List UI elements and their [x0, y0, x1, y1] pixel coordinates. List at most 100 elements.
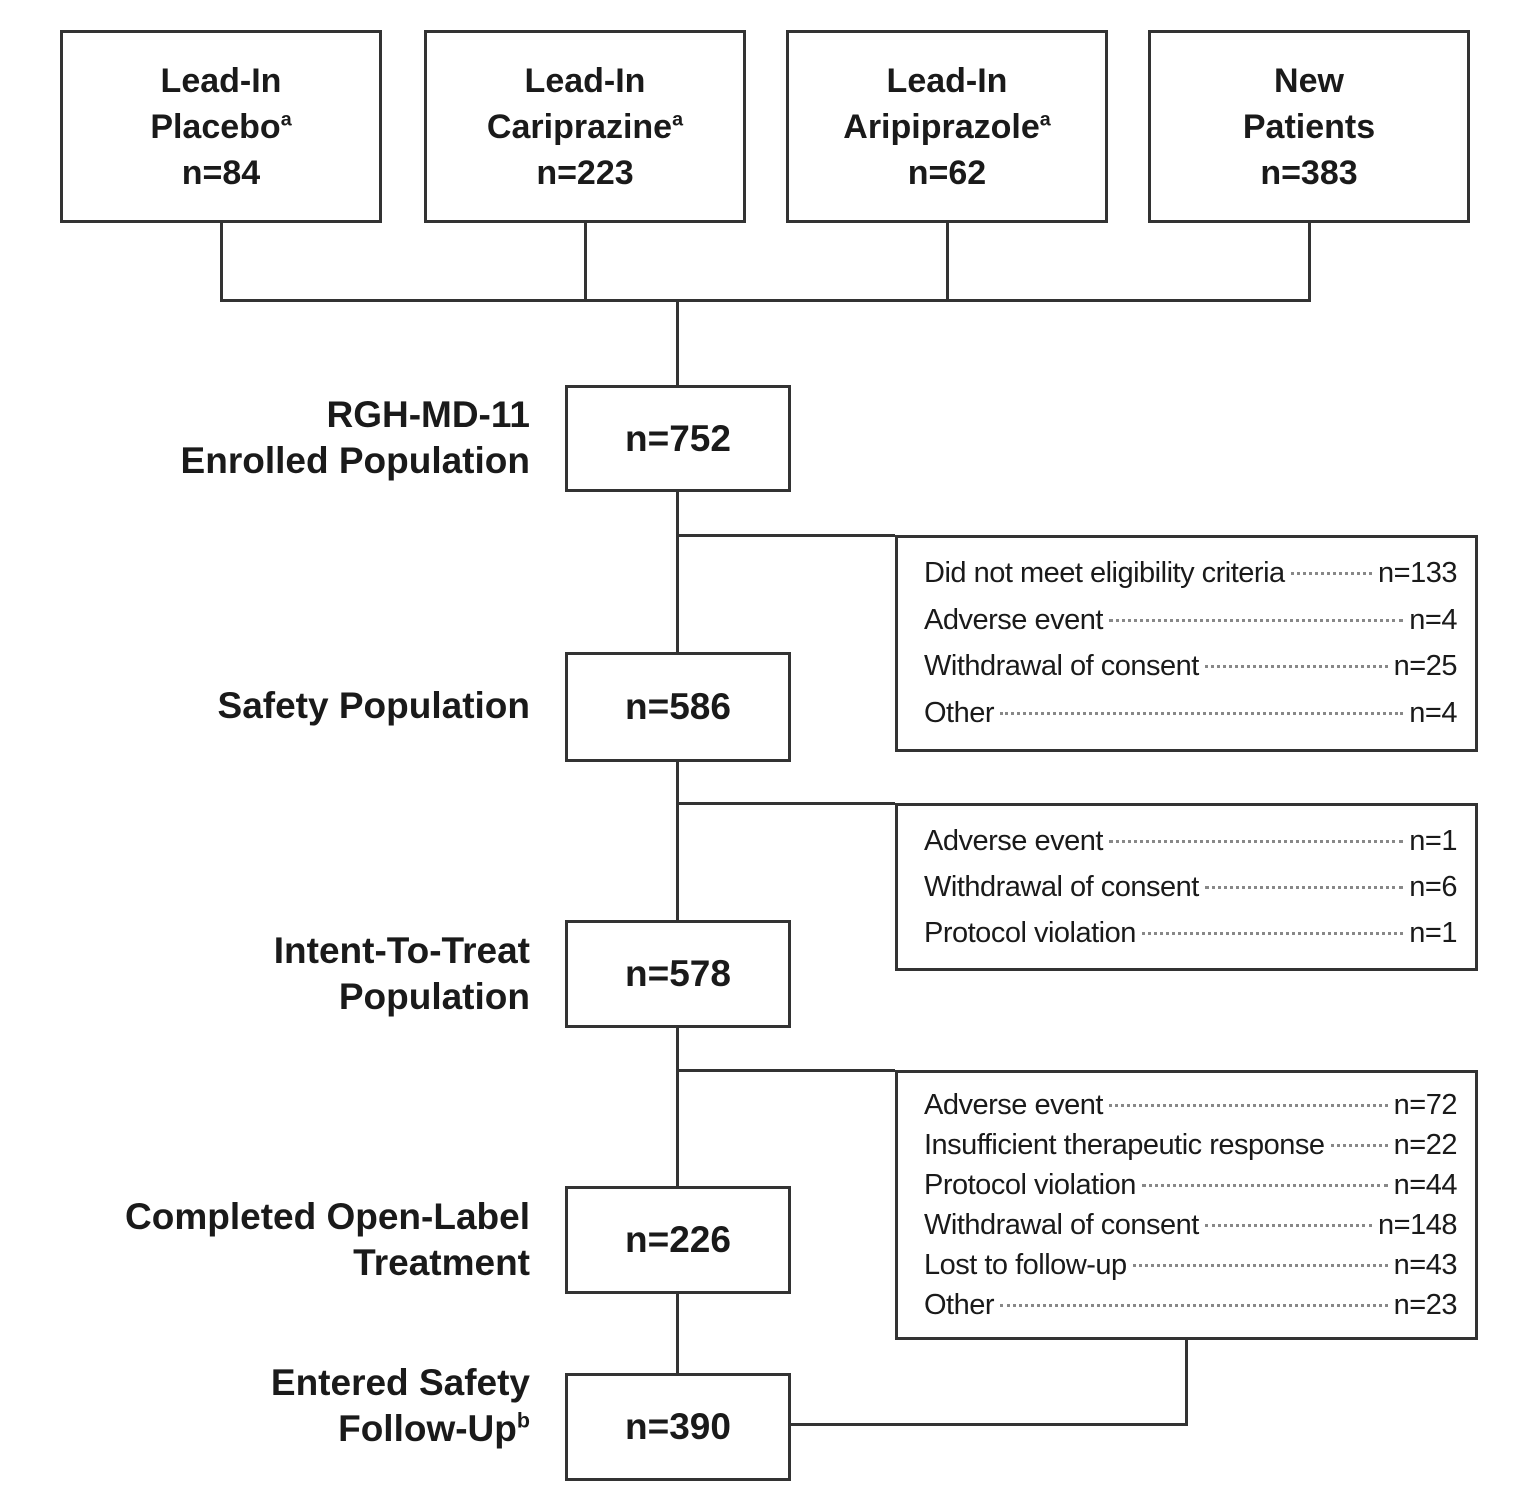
exclusion-count: n=44 — [1393, 1168, 1458, 1201]
connector-line-return — [1185, 1340, 1188, 1426]
exclusion-count: n=25 — [1393, 650, 1458, 683]
top-box-line: Cariprazinea — [486, 107, 684, 146]
exclusion-reason: Adverse event — [924, 824, 1103, 857]
dotted-leader — [1132, 1263, 1388, 1267]
exclusion-count: n=6 — [1409, 870, 1457, 903]
exclusion-row: Insufficient therapeutic response n=22 — [924, 1128, 1458, 1162]
exclusion-box-itt-to-completed: Adverse event n=72 Insufficient therapeu… — [895, 1070, 1478, 1340]
footnote-marker: a — [672, 108, 684, 131]
exclusion-count: n=4 — [1409, 603, 1457, 636]
n-value: n=578 — [625, 953, 731, 994]
n-value: n=223 — [536, 153, 634, 192]
dotted-leader — [1141, 931, 1404, 935]
connector-line — [220, 299, 1311, 302]
exclusion-reason: Protocol violation — [924, 1168, 1136, 1201]
top-box-lead-in-cariprazine: Lead-In Cariprazinea n=223 — [424, 30, 746, 223]
dotted-leader — [1108, 839, 1404, 843]
exclusion-row: Lost to follow-up n=43 — [924, 1248, 1458, 1282]
exclusion-reason: Did not meet eligibility criteria — [924, 556, 1285, 589]
exclusion-row: Adverse event n=72 — [924, 1088, 1458, 1122]
exclusion-count: n=4 — [1409, 697, 1457, 730]
exclusion-count: n=1 — [1409, 824, 1457, 857]
exclusion-count: n=72 — [1393, 1088, 1458, 1121]
flow-label-completed-open-label: Completed Open-Label Treatment — [125, 1196, 530, 1283]
exclusion-count: n=22 — [1393, 1128, 1458, 1161]
connector-line-branch — [676, 802, 895, 805]
top-box-line: Aripiprazolea — [843, 107, 1051, 146]
top-box-lead-in-aripiprazole: Lead-In Aripiprazolea n=62 — [786, 30, 1108, 223]
exclusion-row: Withdrawal of consent n=148 — [924, 1209, 1457, 1242]
exclusion-box-enrolled-to-safety: Did not meet eligibility criteria n=133 … — [895, 535, 1478, 752]
flow-label-safety-population: Safety Population — [217, 685, 530, 726]
dotted-leader — [1204, 885, 1404, 889]
exclusion-reason: Insufficient therapeutic response — [924, 1128, 1325, 1161]
flow-label-enrolled-population: RGH-MD-11 Enrolled Population — [180, 394, 530, 481]
flow-box-entered-safety-follow-up: n=390 — [565, 1373, 791, 1481]
dotted-leader — [1141, 1183, 1388, 1187]
exclusion-reason: Other — [924, 1288, 995, 1321]
flow-box-completed-open-label: n=226 — [565, 1186, 791, 1294]
exclusion-row: Other n=4 — [924, 697, 1457, 730]
dotted-leader — [1108, 618, 1404, 622]
exclusion-reason: Withdrawal of consent — [924, 1208, 1199, 1241]
exclusion-reason: Withdrawal of consent — [924, 650, 1199, 683]
connector-line — [1308, 222, 1311, 302]
exclusion-count: n=23 — [1393, 1288, 1458, 1321]
dotted-leader — [1000, 1303, 1388, 1307]
connector-line-branch — [676, 1069, 895, 1072]
exclusion-row: Other n=23 — [924, 1288, 1458, 1322]
top-box-line: Lead-In — [160, 61, 282, 100]
n-value: n=752 — [625, 417, 731, 459]
n-value: n=390 — [625, 1406, 731, 1447]
n-value: n=62 — [907, 153, 987, 192]
exclusion-row: Did not meet eligibility criteria n=133 — [924, 557, 1457, 590]
n-value: n=226 — [625, 1219, 731, 1260]
top-box-lead-in-placebo: Lead-In Placeboa n=84 — [60, 30, 382, 223]
dotted-leader — [1000, 712, 1404, 716]
top-box-line: New — [1274, 61, 1344, 100]
flow-box-intent-to-treat: n=578 — [565, 920, 791, 1028]
exclusion-row: Protocol violation n=44 — [924, 1168, 1458, 1202]
exclusion-row: Withdrawal of consent n=6 — [924, 871, 1457, 904]
dotted-leader — [1290, 571, 1373, 575]
footnote-marker: a — [1039, 108, 1051, 131]
n-value: n=586 — [625, 686, 731, 727]
exclusion-count: n=148 — [1378, 1208, 1457, 1241]
top-box-line: Lead-In — [524, 61, 646, 100]
flow-box-safety-population: n=586 — [565, 652, 791, 762]
exclusion-row: Adverse event n=1 — [924, 825, 1457, 858]
exclusion-reason: Lost to follow-up — [924, 1248, 1127, 1281]
top-box-line: Patients — [1242, 107, 1376, 146]
connector-line-main-vertical — [676, 299, 679, 1375]
connector-line-return — [789, 1423, 1188, 1426]
flow-label-entered-safety-follow-up: Entered Safety Follow-Upb — [270, 1362, 530, 1449]
exclusion-box-safety-to-itt: Adverse event n=1 Withdrawal of consent … — [895, 803, 1478, 971]
connector-line — [946, 222, 949, 302]
footnote-marker: a — [280, 108, 292, 131]
exclusion-row: Withdrawal of consent n=25 — [924, 650, 1458, 683]
dotted-leader — [1108, 1103, 1388, 1107]
flow-label-intent-to-treat: Intent-To-Treat Population — [273, 930, 530, 1017]
n-value: n=383 — [1260, 153, 1358, 192]
dotted-leader — [1330, 1143, 1388, 1147]
exclusion-row: Adverse event n=4 — [924, 604, 1457, 637]
top-box-line: Placeboa — [150, 107, 292, 146]
connector-line-branch — [676, 534, 895, 537]
dotted-leader — [1204, 665, 1388, 669]
n-value: n=84 — [181, 153, 261, 192]
exclusion-row: Protocol violation n=1 — [924, 917, 1457, 950]
exclusion-reason: Protocol violation — [924, 916, 1136, 949]
top-box-line: Lead-In — [886, 61, 1008, 100]
footnote-marker: b — [516, 1408, 530, 1433]
top-box-new-patients: New Patients n=383 — [1148, 30, 1470, 223]
exclusion-count: n=43 — [1393, 1248, 1458, 1281]
exclusion-reason: Adverse event — [924, 603, 1103, 636]
dotted-leader — [1204, 1223, 1373, 1227]
exclusion-reason: Adverse event — [924, 1088, 1103, 1121]
exclusion-count: n=1 — [1409, 916, 1457, 949]
connector-line — [584, 222, 587, 302]
exclusion-reason: Withdrawal of consent — [924, 870, 1199, 903]
connector-line — [220, 222, 223, 302]
exclusion-reason: Other — [924, 697, 995, 730]
